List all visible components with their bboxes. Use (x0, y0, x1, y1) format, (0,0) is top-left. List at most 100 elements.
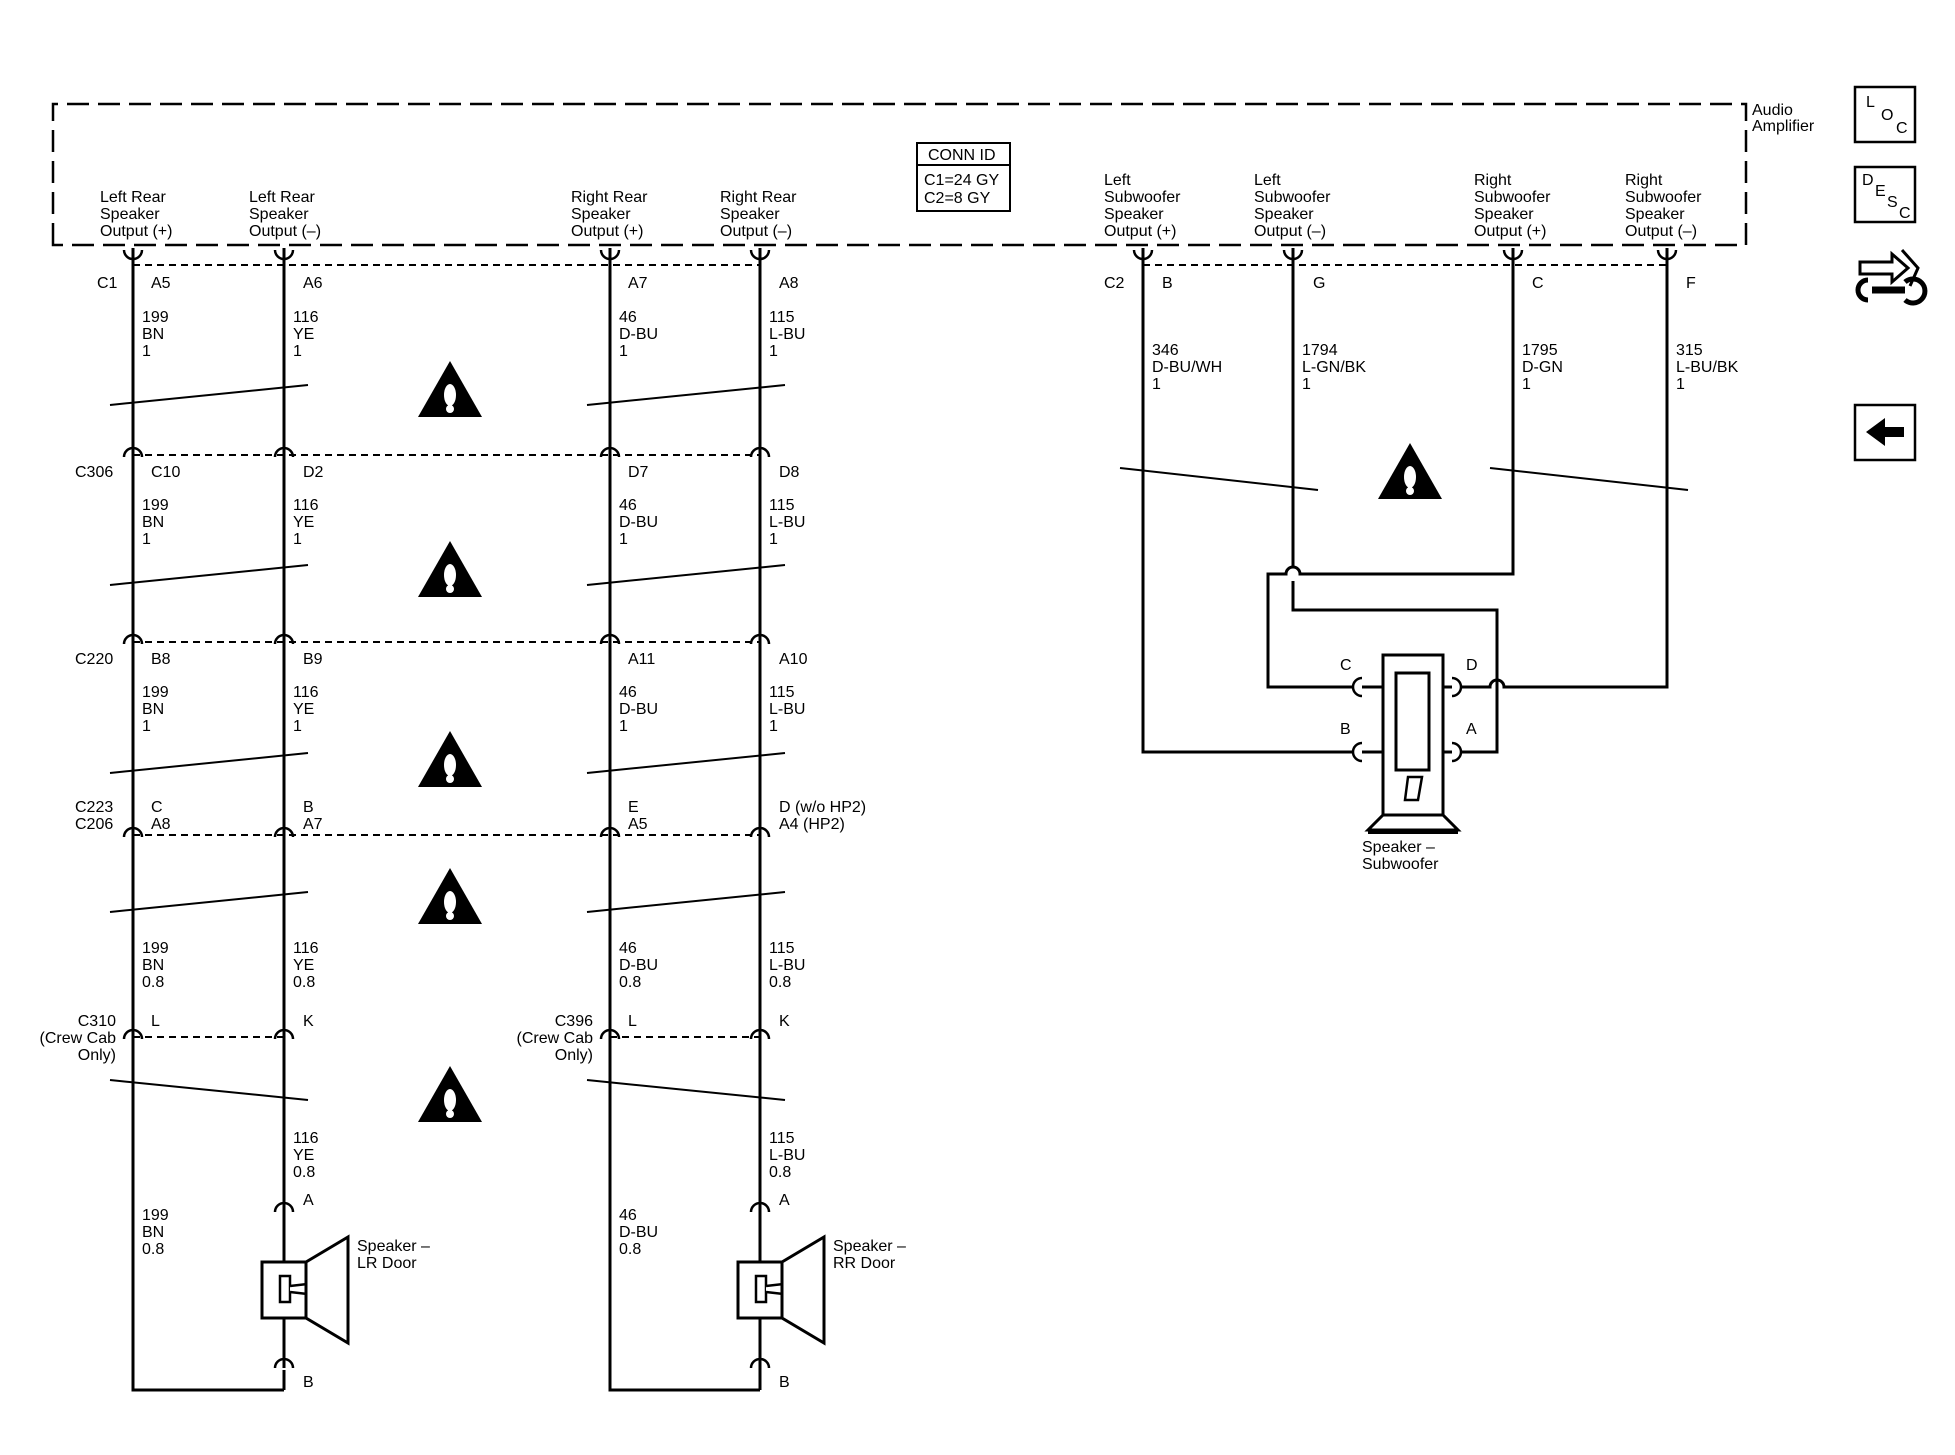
svg-text:O: O (1881, 107, 1893, 124)
output-label-rr-pos: Right Rear Speaker Output (+) (571, 189, 652, 240)
component-name: Audio Amplifier (1752, 102, 1815, 135)
svg-text:B8: B8 (151, 651, 171, 668)
svg-text:CONN ID: CONN ID (928, 147, 996, 164)
connector-labels: C1 A5 A6 A7 A8 C2 B G C F C306 C10 D2 D7… (40, 275, 1696, 1064)
speaker-sub-pin-d: D (1466, 657, 1478, 674)
svg-text:C10: C10 (151, 464, 180, 481)
output-label-lr-pos: Left Rear Speaker Output (+) (100, 189, 172, 240)
svg-text:EA5: EA5 (628, 799, 648, 833)
speaker-sub-pin-b: B (1340, 721, 1351, 738)
svg-text:L: L (628, 1013, 637, 1030)
speaker-rr-pin-a: A (779, 1192, 790, 1209)
audio-amplifier-box (51, 102, 1748, 247)
speaker-lr-door-label: Speaker – LR Door (357, 1238, 434, 1272)
warning-icon (418, 731, 482, 787)
subwoofer-wires (1141, 248, 1669, 754)
svg-text:A6: A6 (303, 275, 323, 292)
svg-text:G: G (1313, 275, 1325, 292)
svg-text:46D-BU1: 46D-BU1 (619, 309, 658, 360)
speaker-sub-pin-a: A (1466, 721, 1477, 738)
warning-icon (418, 541, 482, 597)
svg-text:K: K (779, 1013, 790, 1030)
speaker-rr-door (736, 1212, 826, 1368)
speaker-subwoofer-label: Speaker – Subwoofer (1362, 839, 1439, 873)
svg-text:S: S (1887, 194, 1898, 211)
warning-icon (418, 868, 482, 924)
svg-text:D2: D2 (303, 464, 324, 481)
svg-text:B: B (1162, 275, 1173, 292)
svg-text:B9: B9 (303, 651, 323, 668)
svg-text:C: C (1532, 275, 1544, 292)
warning-icon (1378, 443, 1442, 499)
svg-text:C: C (1899, 205, 1911, 222)
speaker-subwoofer (1351, 653, 1463, 834)
svg-text:D8: D8 (779, 464, 800, 481)
svg-text:L: L (151, 1013, 160, 1030)
svg-text:C1=24 GY: C1=24 GY (924, 172, 999, 189)
svg-text:46D-BU1: 46D-BU1 (619, 497, 658, 548)
svg-text:46D-BU1: 46D-BU1 (619, 684, 658, 735)
connector-lines (133, 264, 1667, 1038)
svg-text:L: L (1866, 94, 1875, 111)
svg-text:C306: C306 (75, 464, 113, 481)
conn-id-box: CONN ID C1=24 GY C2=8 GY (916, 142, 1011, 212)
svg-text:A10: A10 (779, 651, 808, 668)
speaker-rr-pin-b: B (779, 1374, 790, 1391)
svg-text:K: K (303, 1013, 314, 1030)
svg-text:D7: D7 (628, 464, 649, 481)
svg-text:D: D (1862, 172, 1874, 189)
svg-text:46D-BU0.8: 46D-BU0.8 (619, 940, 658, 991)
speaker-sub-pin-c: C (1340, 657, 1352, 674)
svg-text:A5: A5 (151, 275, 171, 292)
svg-text:C: C (1896, 120, 1908, 137)
warning-icon (418, 361, 482, 417)
back-arrow-icon[interactable] (1853, 403, 1917, 462)
output-label-rsub-neg: Right Subwoofer Speaker Output (–) (1625, 172, 1706, 240)
svg-text:BA7: BA7 (303, 799, 323, 833)
desc-button[interactable]: D E S C (1853, 165, 1917, 224)
svg-text:46D-BU0.8: 46D-BU0.8 (619, 1207, 658, 1258)
rear-speaker-wires (131, 248, 762, 1392)
output-label-rr-neg: Right Rear Speaker Output (–) (720, 189, 801, 240)
speaker-lr-door (260, 1212, 350, 1368)
svg-text:E: E (1875, 183, 1886, 200)
output-label-lsub-pos: Left Subwoofer Speaker Output (+) (1104, 172, 1185, 240)
svg-text:CA8: CA8 (151, 799, 171, 833)
speaker-rr-door-label: Speaker – RR Door (833, 1238, 910, 1272)
svg-text:C2=8 GY: C2=8 GY (924, 190, 991, 207)
svg-text:C220: C220 (75, 651, 113, 668)
loc-button[interactable]: L O C (1853, 85, 1917, 144)
svg-text:F: F (1686, 275, 1696, 292)
twisted-pair-marks (109, 384, 1689, 1101)
output-label-lsub-neg: Left Subwoofer Speaker Output (–) (1254, 172, 1335, 240)
diagnostic-wrench-icon[interactable] (1855, 249, 1928, 306)
speaker-lr-pin-b: B (303, 1374, 314, 1391)
speaker-lr-pin-a: A (303, 1192, 314, 1209)
svg-text:C1: C1 (97, 275, 118, 292)
output-label-lr-neg: Left Rear Speaker Output (–) (249, 189, 321, 240)
svg-text:A8: A8 (779, 275, 799, 292)
svg-text:A7: A7 (628, 275, 648, 292)
